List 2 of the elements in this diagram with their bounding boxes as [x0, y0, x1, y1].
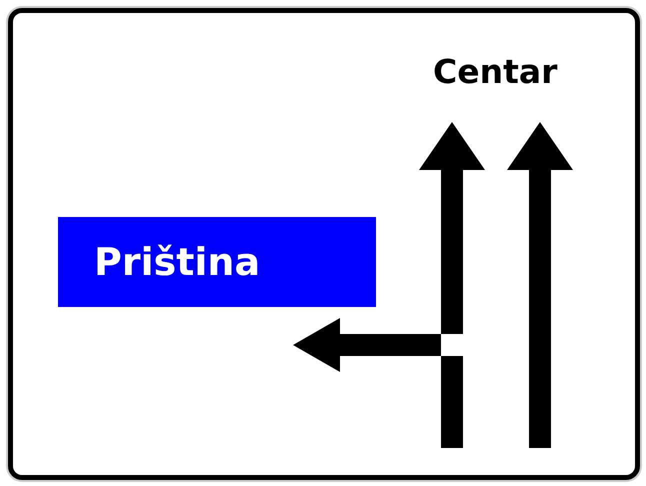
destination-panel: Priština [58, 217, 376, 307]
destination-label: Centar [433, 52, 558, 91]
